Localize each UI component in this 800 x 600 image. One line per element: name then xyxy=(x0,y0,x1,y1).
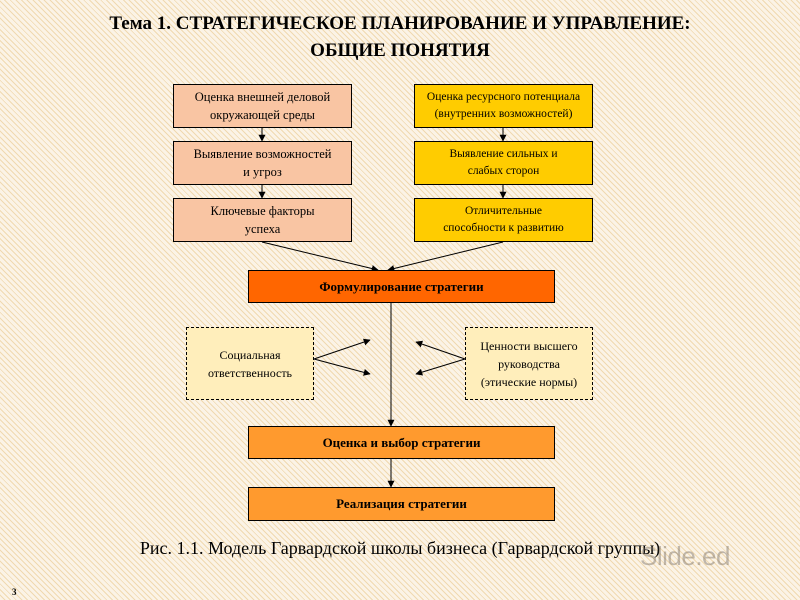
arrow-values-up xyxy=(415,340,466,360)
box-external-environment: Оценка внешней деловой окружающей среды xyxy=(173,84,352,128)
box-strengths-weaknesses-label: Выявление сильных и слабых сторон xyxy=(449,148,558,177)
box-strategy-implementation: Реализация стратегии xyxy=(248,487,555,521)
box-strategy-evaluation: Оценка и выбор стратегии xyxy=(248,426,555,459)
arrow-social-up xyxy=(313,338,371,360)
arrow-right-to-formulation xyxy=(387,241,504,272)
arrow-values-down xyxy=(415,358,466,376)
box-strengths-weaknesses: Выявление сильных и слабых сторон xyxy=(414,141,593,185)
box-key-success-factors: Ключевые факторы успеха xyxy=(173,198,352,242)
box-strategy-formulation: Формулирование стратегии xyxy=(248,270,555,303)
box-resource-potential: Оценка ресурсного потенциала (внутренних… xyxy=(414,84,593,128)
box-strategy-formulation-label: Формулирование стратегии xyxy=(319,278,484,294)
box-social-responsibility: Социальная ответственность xyxy=(186,327,314,400)
arrow-left-to-formulation xyxy=(261,241,379,272)
watermark-text: Slide.ed xyxy=(640,541,730,571)
page-number: 3 xyxy=(12,587,17,597)
box-opportunities-threats: Выявление возможностей и угроз xyxy=(173,141,352,185)
box-opportunities-threats-label: Выявление возможностей и угроз xyxy=(193,147,332,179)
box-external-environment-label: Оценка внешней деловой окружающей среды xyxy=(194,90,331,122)
box-key-success-factors-label: Ключевые факторы успеха xyxy=(210,204,315,236)
box-strategy-evaluation-label: Оценка и выбор стратегии xyxy=(322,434,481,450)
box-strategy-implementation-label: Реализация стратегии xyxy=(336,496,467,511)
box-distinctive-capabilities: Отличительные способности к развитию xyxy=(414,198,593,242)
box-resource-potential-label: Оценка ресурсного потенциала (внутренних… xyxy=(426,91,581,120)
slide-title: Тема 1. СТРАТЕГИЧЕСКОЕ ПЛАНИРОВАНИЕ И УП… xyxy=(20,10,780,64)
page-number-text: 3 xyxy=(12,587,17,597)
figure-caption-text: Рис. 1.1. Модель Гарвардской школы бизне… xyxy=(139,538,661,558)
box-management-values-label: Ценности высшего руководства (этические … xyxy=(480,338,578,389)
box-management-values: Ценности высшего руководства (этические … xyxy=(465,327,593,400)
slide-title-text: Тема 1. СТРАТЕГИЧЕСКОЕ ПЛАНИРОВАНИЕ И УП… xyxy=(109,13,691,61)
box-distinctive-capabilities-label: Отличительные способности к развитию xyxy=(443,205,564,234)
watermark-logo: Slide.ed xyxy=(640,541,730,572)
figure-caption: Рис. 1.1. Модель Гарвардской школы бизне… xyxy=(40,538,760,559)
arrow-social-down xyxy=(313,358,371,376)
box-social-responsibility-label: Социальная ответственность xyxy=(207,347,293,380)
